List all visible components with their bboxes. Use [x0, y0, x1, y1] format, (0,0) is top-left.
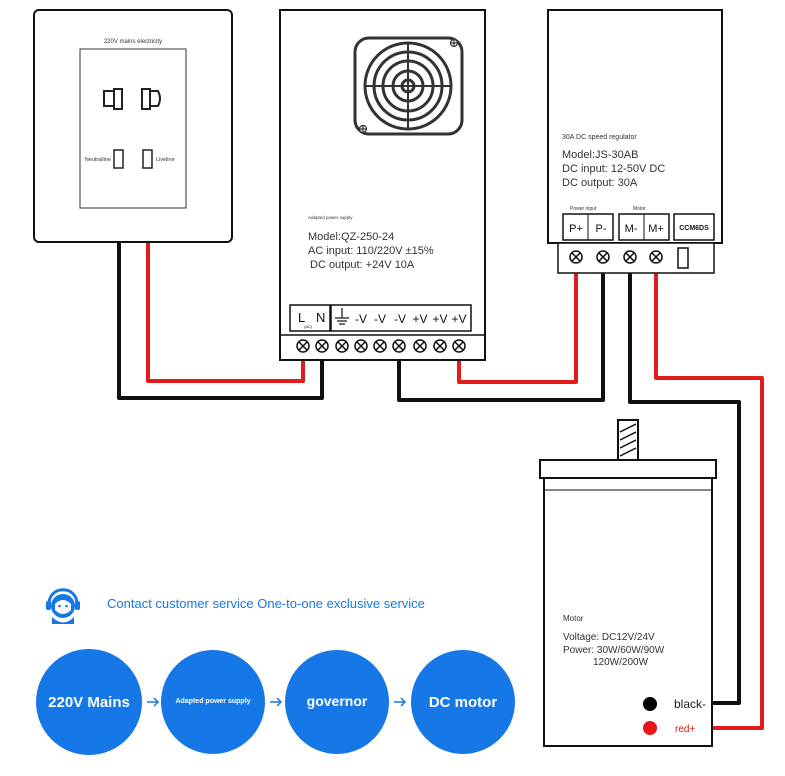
screw-icon	[452, 339, 466, 353]
wall-socket: 220V mains electricity Neutralline Livel…	[33, 9, 233, 243]
service-text[interactable]: Contact customer service One-to-one excl…	[107, 596, 425, 611]
regulator-title: 30A DC speed regulator	[562, 134, 637, 141]
screw-icon	[315, 339, 329, 353]
psu-terminal-l: L	[298, 310, 305, 325]
regulator-port	[677, 247, 689, 269]
psu-positive-wire	[457, 265, 578, 384]
flow-step-power-supply: Adapted power supply	[161, 650, 265, 754]
headset-agent-icon	[46, 588, 80, 624]
terminal-m-minus: M-	[625, 223, 638, 235]
flow-step-governor: governor	[285, 650, 389, 754]
socket-title: 220V mains electricity	[104, 39, 162, 45]
screw-icon	[649, 250, 663, 264]
motor-title: Motor	[563, 614, 584, 623]
arrow-right-icon	[270, 697, 283, 707]
speed-regulator: 30A DC speed regulator Model:JS-30AB DC …	[547, 9, 723, 274]
neutral-terminal	[113, 149, 124, 169]
black-terminal-dot	[643, 697, 657, 711]
regulator-dc-input: DC input: 12-50V DC	[562, 163, 665, 175]
psu-terminal-minus-2: -V	[374, 312, 386, 326]
psu-negative-wire	[397, 265, 605, 402]
psu-terminal-plus-1: +V	[412, 312, 427, 326]
fan-icon	[353, 36, 464, 136]
screw-icon	[413, 339, 427, 353]
screw-icon	[296, 339, 310, 353]
socket-left-hole-icon	[103, 88, 123, 110]
socket-right-hole-icon	[141, 88, 161, 110]
flow-step-governor-label: governor	[307, 693, 368, 709]
power-supply: Adapted power supply Model:QZ-250-24 AC …	[279, 9, 486, 361]
psu-model: Model:QZ-250-24	[308, 231, 394, 243]
flow-step-mains-label: 220V Mains	[48, 694, 130, 711]
psu-terminal-plus-2: +V	[432, 312, 447, 326]
psu-terminal-minus-1: -V	[355, 312, 367, 326]
screw-icon	[373, 339, 387, 353]
live-terminal	[142, 149, 153, 169]
screw-icon	[354, 339, 368, 353]
live-wire	[146, 168, 305, 383]
neutral-label: Neutralline	[85, 157, 111, 163]
flow-step-motor: DC motor	[411, 650, 515, 754]
neutral-wire	[117, 168, 324, 400]
motor-voltage: Voltage: DC12V/24V	[563, 632, 655, 643]
terminal-p-minus: P-	[596, 223, 607, 235]
power-input-label: Power input	[570, 206, 597, 212]
screw-icon	[335, 339, 349, 353]
psu-terminal-minus-3: -V	[394, 312, 406, 326]
fan-screw-icon	[358, 38, 459, 134]
screw-icon	[596, 250, 610, 264]
psu-terminal-plus-3: +V	[451, 312, 466, 326]
regulator-screw-terminals	[569, 250, 663, 264]
arrow-right-icon	[394, 697, 407, 707]
customer-service[interactable]: Contact customer service One-to-one excl…	[46, 588, 425, 624]
wires	[117, 168, 764, 730]
screw-icon	[569, 250, 583, 264]
screw-icon	[433, 339, 447, 353]
motor-negative-wire	[628, 265, 741, 705]
black-terminal-label: black-	[674, 697, 706, 711]
dc-motor: Motor Voltage: DC12V/24V Power: 30W/60W/…	[539, 419, 717, 747]
red-terminal-label: red+	[675, 724, 695, 735]
ccm-label: CCM6DS	[679, 225, 709, 232]
motor-power-line2: 120W/200W	[593, 657, 649, 668]
flow-step-mains: 220V Mains	[36, 649, 142, 755]
red-terminal-dot	[643, 721, 657, 735]
terminal-p-plus: P+	[569, 223, 583, 235]
arrow-right-icon	[147, 697, 160, 707]
ground-icon	[335, 308, 349, 325]
psu-screw-terminals	[296, 339, 466, 353]
regulator-model: Model:JS-30AB	[562, 149, 638, 161]
flow-step-motor-label: DC motor	[429, 694, 497, 711]
psu-dc-output: DC output: +24V 10A	[310, 259, 415, 271]
live-label: Liveline	[156, 157, 175, 163]
screw-icon	[623, 250, 637, 264]
psu-caption: Adapted power supply	[308, 215, 353, 220]
motor-power-line1: Power: 30W/60W/90W	[563, 645, 665, 656]
terminal-m-plus: M+	[648, 223, 664, 235]
psu-terminal-n: N	[316, 310, 325, 325]
flow-step-power-supply-label: Adapted power supply	[175, 698, 250, 705]
process-flow: 220V Mains Adapted power supply governor…	[36, 649, 515, 755]
psu-ac-input: AC input: 110/220V ±15%	[308, 245, 434, 257]
screw-icon	[392, 339, 406, 353]
motor-positive-wire	[654, 265, 764, 730]
motor-terminal-label: Motor	[633, 206, 646, 212]
psu-terminal-ac: (AC)	[304, 324, 313, 329]
regulator-dc-output: DC output: 30A	[562, 177, 638, 189]
